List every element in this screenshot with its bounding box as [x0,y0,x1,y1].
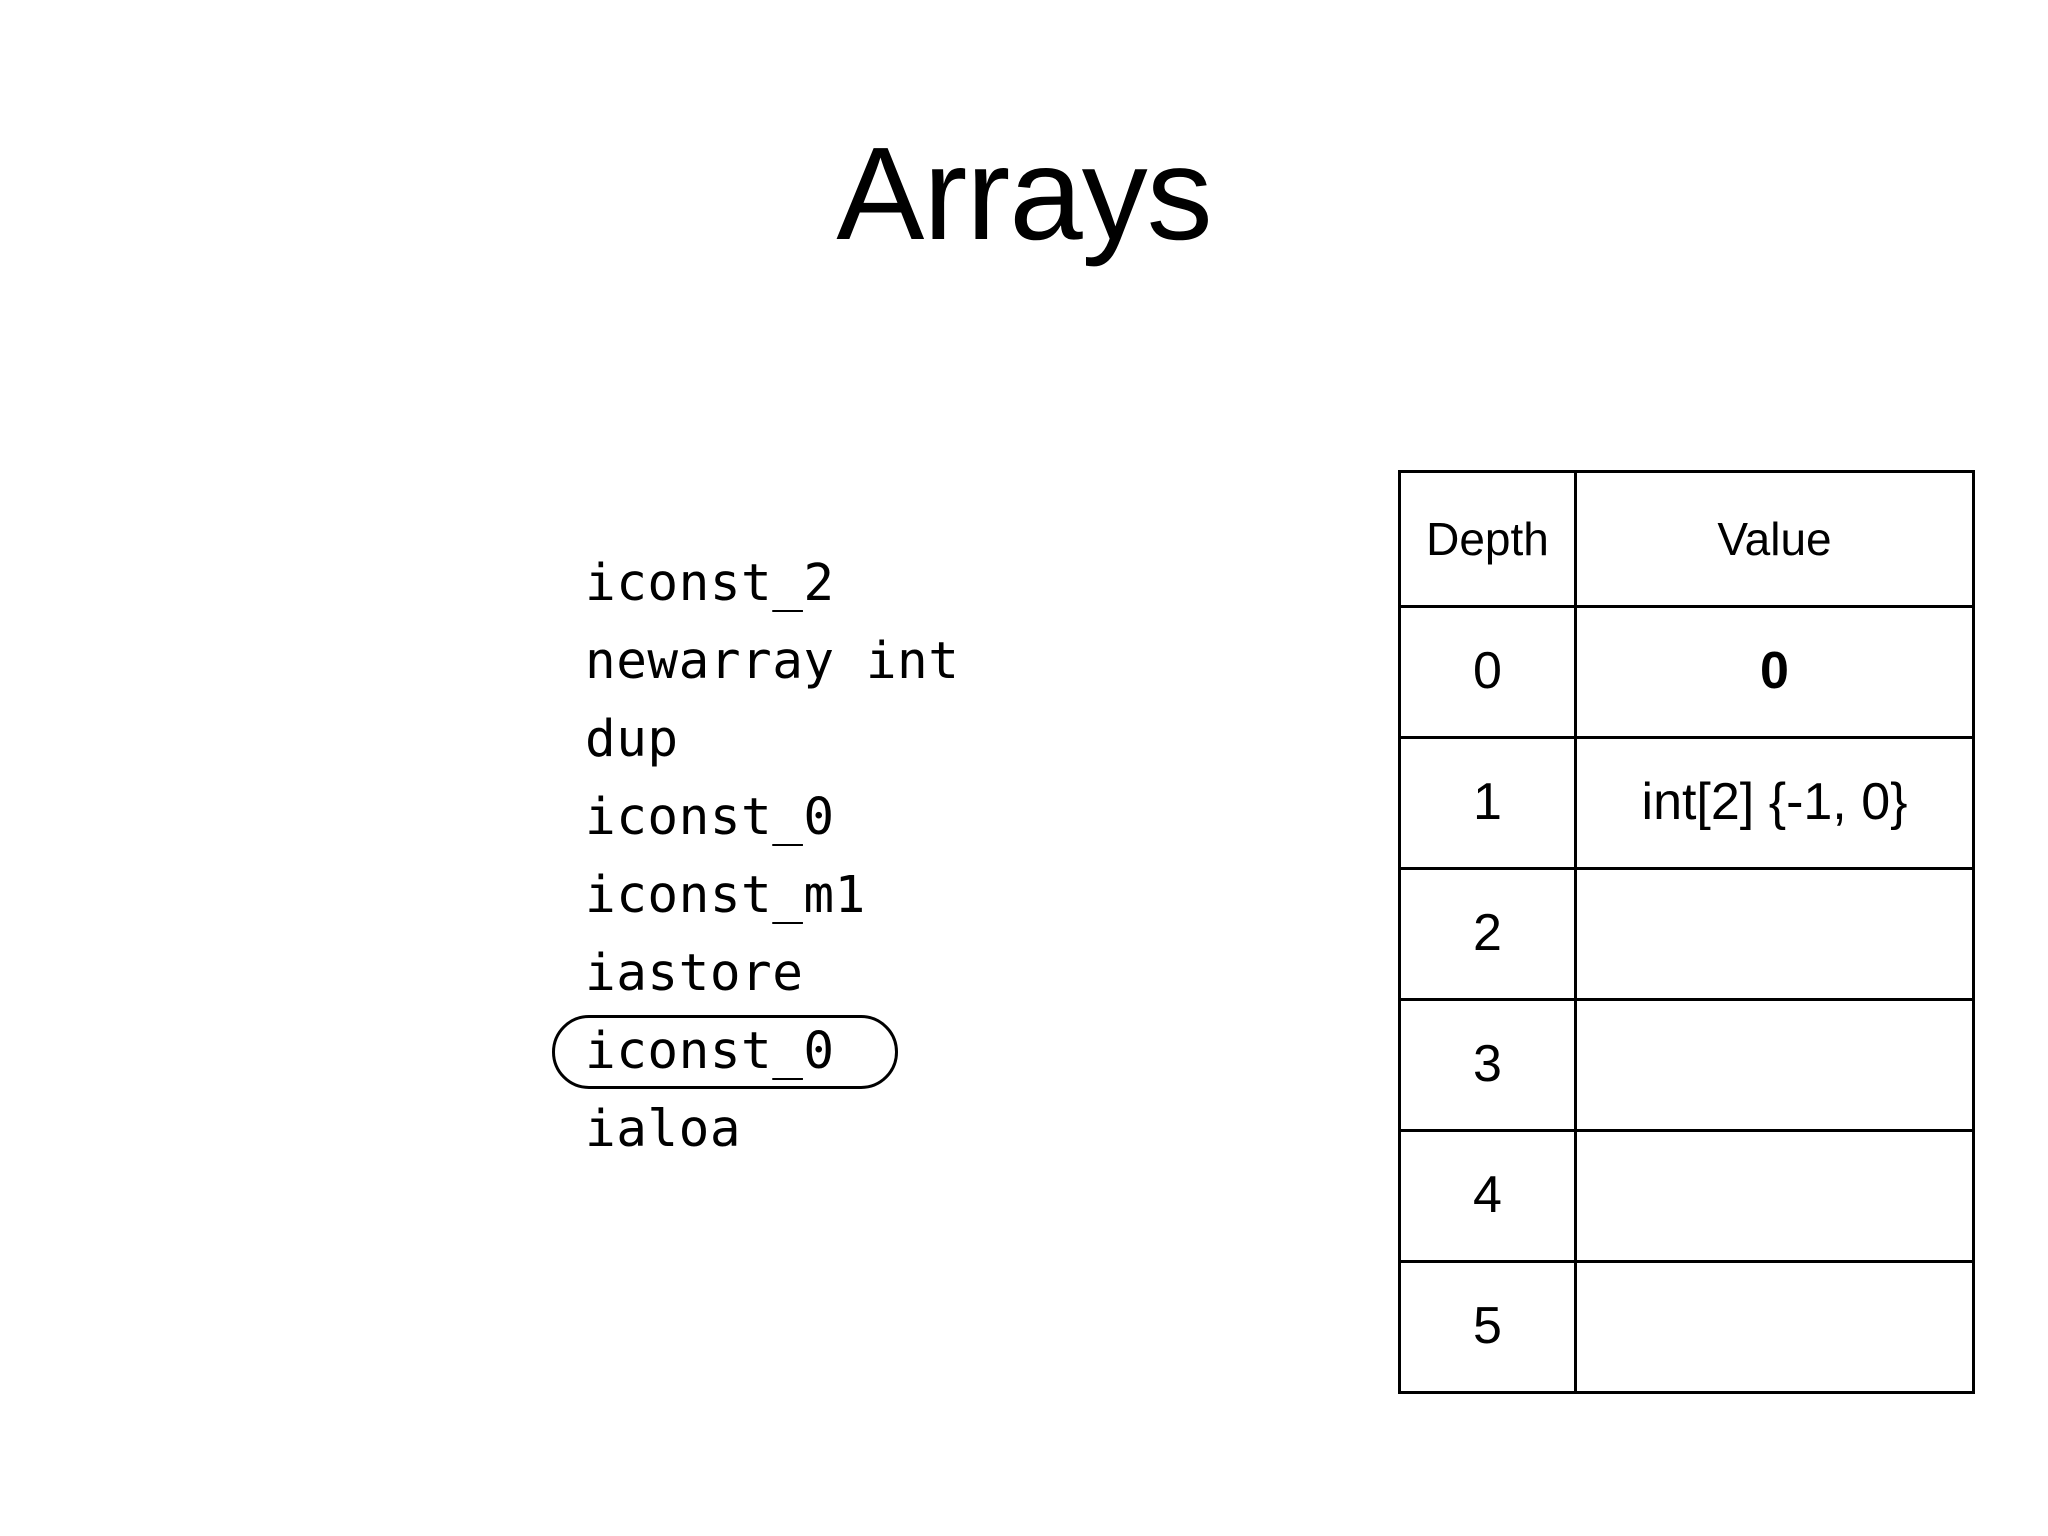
page-title: Arrays [836,120,1212,267]
code-line-text: newarray int [585,632,960,691]
cell-value: int[2] {-1, 0} [1574,736,1975,870]
cell-depth: 3 [1398,998,1577,1132]
code-line: iconst_m1 [585,857,1285,935]
cell-value [1574,867,1975,1001]
cell-value: 0 [1574,605,1975,739]
code-line-text: iconst_0 [585,1022,835,1081]
cell-depth: 0 [1398,605,1577,739]
code-line-text: dup [585,710,679,769]
code-line: iastore [585,935,1285,1013]
cell-depth: 5 [1398,1260,1577,1394]
table-header-row: Depth Value [1398,470,1975,608]
column-header-depth: Depth [1398,470,1577,608]
code-line: dup [585,701,1285,779]
table-row: 5 [1398,1260,1975,1394]
code-line-text: iconst_2 [585,554,835,613]
table-row: 4 [1398,1129,1975,1263]
code-line: iconst_2 [585,545,1285,623]
table-row: 2 [1398,867,1975,1001]
table-row: 3 [1398,998,1975,1132]
cell-value [1574,998,1975,1132]
code-line: ialoa [585,1091,1285,1169]
code-line-text: iconst_0 [585,788,835,847]
cell-value [1574,1260,1975,1394]
code-line-highlighted: iconst_0 [552,1013,1285,1091]
code-line-text: iconst_m1 [585,866,866,925]
code-line-text: ialoa [585,1100,742,1159]
cell-value [1574,1129,1975,1263]
column-header-value: Value [1574,470,1975,608]
cell-depth: 1 [1398,736,1577,870]
code-listing: iconst_2 newarray int dup iconst_0 iconst_m1… [552,545,1285,1169]
cell-depth: 4 [1398,1129,1577,1263]
code-line-text: iastore [585,944,804,1003]
cell-depth: 2 [1398,867,1577,1001]
code-line: iconst_0 [585,779,1285,857]
code-line: newarray int [585,623,1285,701]
